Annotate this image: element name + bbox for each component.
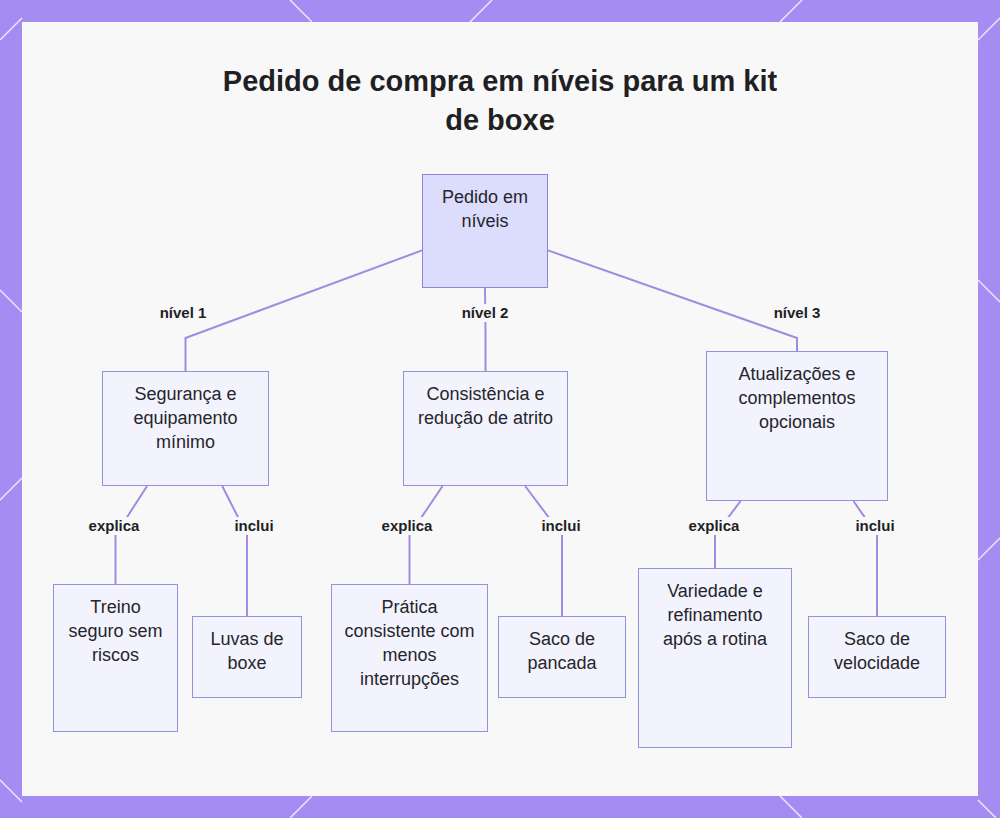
edge-label: nível 2 (459, 304, 512, 322)
edge-label: nível 3 (771, 304, 824, 322)
node-text: Segurança e equipamento mínimo (111, 382, 260, 454)
connector (525, 486, 562, 616)
process-box: Prática consistente com menos interrupçõ… (331, 584, 488, 732)
process-box: Variedade e refinamento após a rotina (638, 568, 792, 748)
node-text: Prática consistente com menos interrupçõ… (340, 595, 479, 691)
connector (410, 486, 443, 584)
process-box: Atualizações e complementos opcionais (706, 351, 888, 501)
edge-label: explica (686, 517, 743, 535)
node-text: Consistência e redução de atrito (412, 382, 559, 430)
root-box: Pedido em níveis (422, 174, 548, 288)
edge-label: nível 1 (157, 304, 210, 322)
connector (186, 250, 423, 371)
process-box: Saco de pancada (498, 616, 626, 698)
node-text: Treino seguro sem riscos (62, 595, 169, 667)
node-text: Saco de velocidade (817, 627, 937, 675)
process-box: Consistência e redução de atrito (403, 371, 568, 486)
edge-label: explica (86, 517, 143, 535)
connector (116, 486, 148, 584)
node-text: Variedade e refinamento após a rotina (647, 579, 783, 651)
process-box: Luvas de boxe (192, 616, 302, 698)
node-text: Saco de pancada (507, 627, 617, 675)
edge-label: inclui (231, 517, 276, 535)
diagram-title: Pedido de compra em níveis para um kit d… (205, 62, 795, 140)
edge-label: inclui (538, 517, 583, 535)
node-text: Pedido em níveis (431, 185, 539, 233)
connector (222, 486, 247, 616)
process-box: Segurança e equipamento mínimo (102, 371, 269, 486)
edge-label: explica (379, 517, 436, 535)
edge-label: inclui (852, 517, 897, 535)
process-box: Saco de velocidade (808, 616, 946, 698)
connector (484, 288, 487, 371)
node-text: Atualizações e complementos opcionais (715, 362, 879, 434)
process-box: Treino seguro sem riscos (53, 584, 178, 732)
panel (22, 22, 978, 796)
connector (548, 250, 797, 351)
node-text: Luvas de boxe (201, 627, 293, 675)
